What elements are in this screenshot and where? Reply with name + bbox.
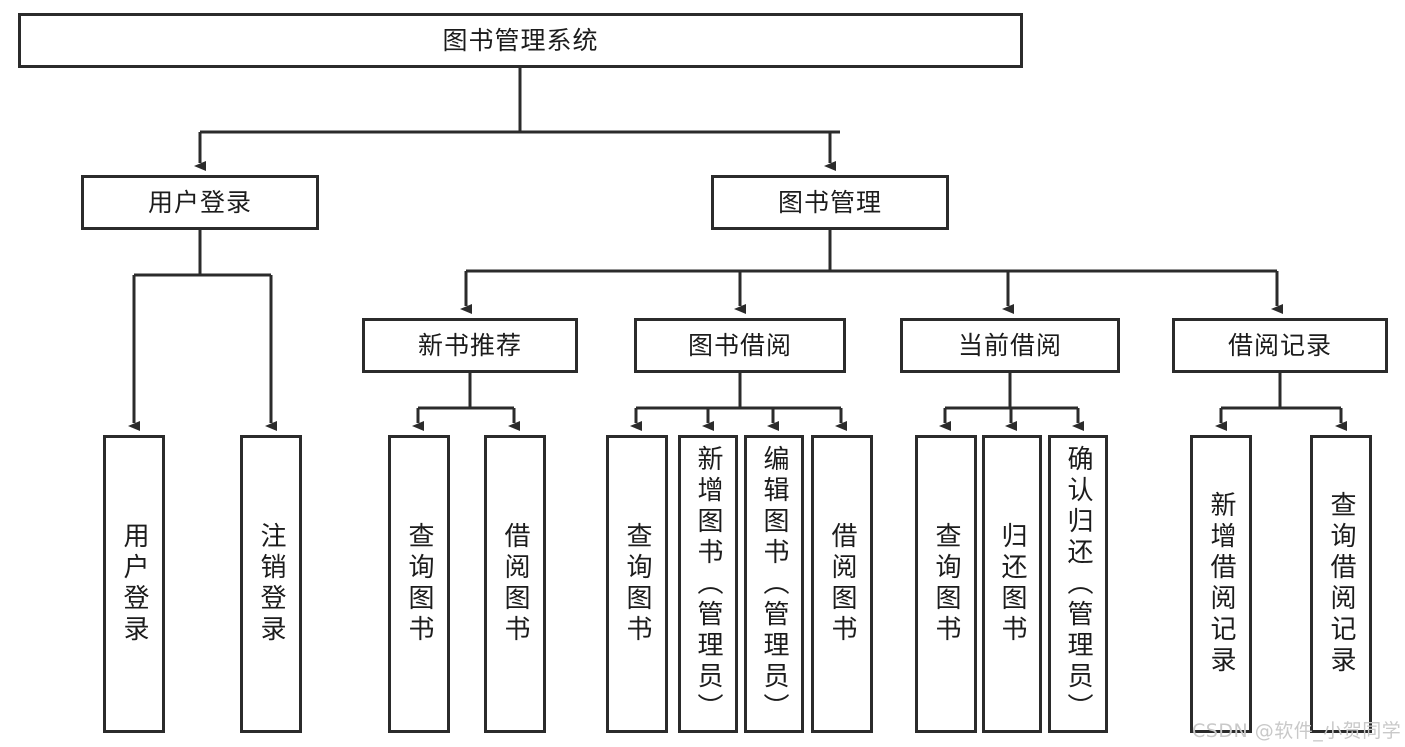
node-leaf-user-login[interactable]: 用户登录 bbox=[103, 435, 165, 733]
node-leaf-query-borrow-record[interactable]: 查询借阅记录 bbox=[1310, 435, 1372, 733]
node-leaf-query-book-3[interactable]: 查询图书 bbox=[915, 435, 977, 733]
node-leaf-query-book-2-label: 查询图书 bbox=[622, 522, 652, 646]
node-leaf-query-book-1[interactable]: 查询图书 bbox=[388, 435, 450, 733]
node-leaf-logout-login[interactable]: 注销登录 bbox=[240, 435, 302, 733]
node-leaf-confirm-return-admin[interactable]: 确认归还（管理员） bbox=[1048, 435, 1108, 733]
node-new-book-recommend-label: 新书推荐 bbox=[417, 330, 522, 360]
node-leaf-add-book-admin-label: 新增图书（管理员） bbox=[693, 444, 723, 724]
node-leaf-logout-login-label: 注销登录 bbox=[256, 522, 286, 646]
node-leaf-edit-book-admin[interactable]: 编辑图书（管理员） bbox=[744, 435, 804, 733]
node-leaf-return-book[interactable]: 归还图书 bbox=[982, 435, 1042, 733]
node-user-login[interactable]: 用户登录 bbox=[81, 175, 319, 230]
node-book-borrow-label: 图书借阅 bbox=[687, 330, 792, 360]
node-leaf-add-book-admin[interactable]: 新增图书（管理员） bbox=[678, 435, 738, 733]
node-leaf-borrow-book-2-label: 借阅图书 bbox=[827, 522, 857, 646]
node-current-borrow[interactable]: 当前借阅 bbox=[900, 318, 1120, 373]
node-book-manage-label: 图书管理 bbox=[777, 187, 882, 217]
node-leaf-query-book-1-label: 查询图书 bbox=[404, 522, 434, 646]
node-leaf-edit-book-admin-label: 编辑图书（管理员） bbox=[759, 444, 789, 724]
node-leaf-user-login-label: 用户登录 bbox=[119, 522, 149, 646]
node-user-login-label: 用户登录 bbox=[147, 187, 252, 217]
node-leaf-add-borrow-record[interactable]: 新增借阅记录 bbox=[1190, 435, 1252, 733]
node-leaf-query-book-2[interactable]: 查询图书 bbox=[606, 435, 668, 733]
node-leaf-borrow-book-1[interactable]: 借阅图书 bbox=[484, 435, 546, 733]
node-borrow-record[interactable]: 借阅记录 bbox=[1172, 318, 1388, 373]
node-leaf-borrow-book-1-label: 借阅图书 bbox=[500, 522, 530, 646]
node-leaf-add-borrow-record-label: 新增借阅记录 bbox=[1206, 491, 1236, 677]
node-leaf-confirm-return-admin-label: 确认归还（管理员） bbox=[1063, 444, 1093, 724]
node-current-borrow-label: 当前借阅 bbox=[957, 330, 1062, 360]
node-leaf-return-book-label: 归还图书 bbox=[997, 522, 1027, 646]
node-root-label: 图书管理系统 bbox=[442, 25, 599, 55]
node-leaf-query-book-3-label: 查询图书 bbox=[931, 522, 961, 646]
node-root[interactable]: 图书管理系统 bbox=[18, 13, 1023, 68]
node-book-borrow[interactable]: 图书借阅 bbox=[634, 318, 846, 373]
node-leaf-query-borrow-record-label: 查询借阅记录 bbox=[1326, 491, 1356, 677]
node-borrow-record-label: 借阅记录 bbox=[1227, 330, 1332, 360]
node-leaf-borrow-book-2[interactable]: 借阅图书 bbox=[811, 435, 873, 733]
node-book-manage[interactable]: 图书管理 bbox=[711, 175, 949, 230]
node-new-book-recommend[interactable]: 新书推荐 bbox=[362, 318, 578, 373]
